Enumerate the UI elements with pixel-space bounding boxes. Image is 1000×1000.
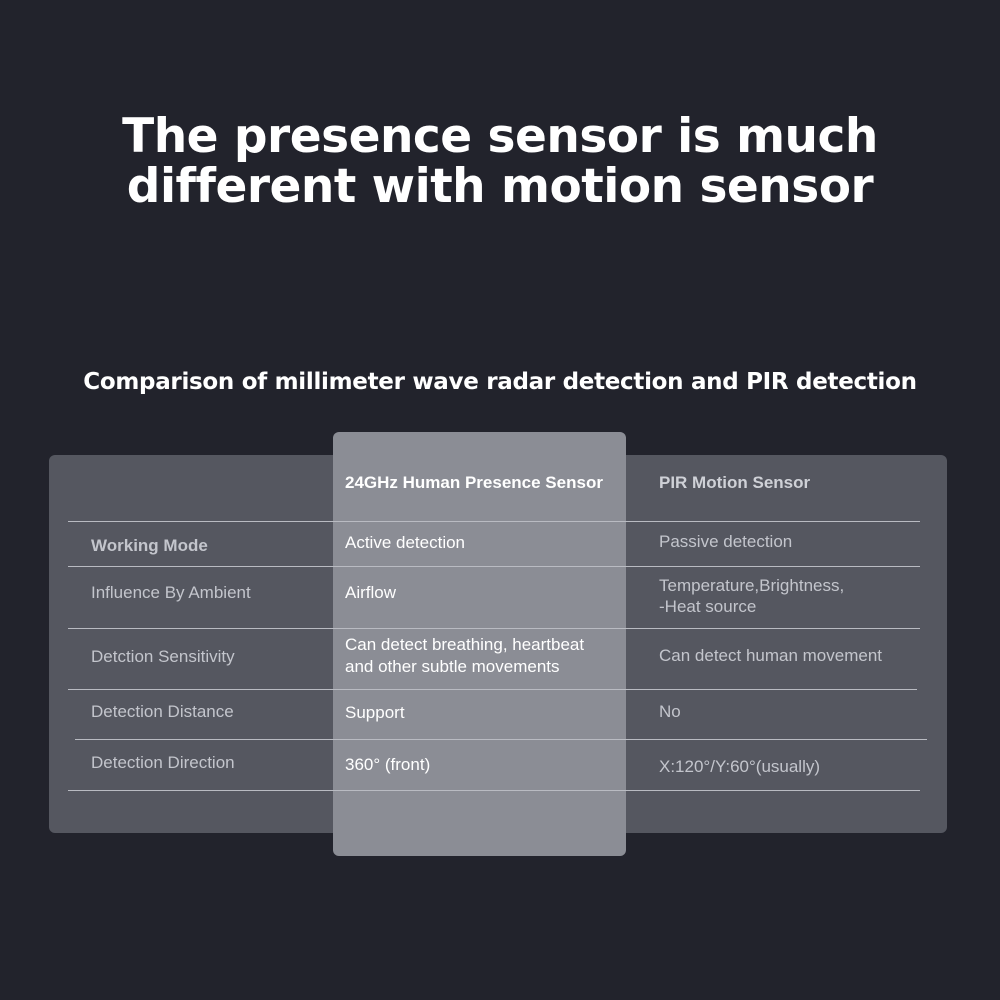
row-label-working-mode: Working Mode [91, 536, 208, 555]
headline: The presence sensor is much different wi… [0, 112, 1000, 212]
radar-detection-distance: Support [345, 703, 405, 722]
radar-influence-ambient: Airflow [345, 583, 397, 602]
pir-influence-ambient-line-2: -Heat source [659, 597, 757, 616]
pir-detection-direction: X:120°/Y:60°(usually) [659, 757, 821, 776]
pir-detection-distance: No [659, 702, 681, 721]
headline-line-1: The presence sensor is much [122, 109, 878, 164]
row-divider [68, 790, 920, 791]
radar-column-highlight [333, 432, 626, 856]
row-divider [75, 739, 927, 740]
row-label-influence-ambient: Influence By Ambient [91, 583, 251, 602]
pir-working-mode: Passive detection [659, 532, 793, 551]
radar-detection-direction: 360° (front) [345, 755, 431, 774]
radar-sensitivity-line-1: Can detect breathing, heartbeat [345, 635, 585, 654]
header-radar-sensor: 24GHz Human Presence Sensor [345, 473, 603, 492]
comparison-subtitle: Comparison of millimeter wave radar dete… [83, 369, 917, 395]
pir-influence-ambient-line-1: Temperature,Brightness, [659, 576, 845, 595]
headline-line-2: different with motion sensor [126, 159, 874, 214]
row-divider [68, 628, 920, 629]
row-label-detection-distance: Detection Distance [91, 702, 234, 721]
row-label-detection-sensitivity: Detction Sensitivity [91, 647, 235, 666]
row-divider [68, 566, 920, 567]
radar-working-mode: Active detection [345, 533, 466, 552]
pir-sensitivity: Can detect human movement [659, 646, 883, 665]
row-divider [68, 521, 920, 522]
row-label-detection-direction: Detection Direction [91, 753, 235, 772]
row-divider [68, 689, 917, 690]
radar-sensitivity-line-2: and other subtle movements [345, 657, 560, 676]
header-pir-sensor: PIR Motion Sensor [659, 473, 811, 492]
